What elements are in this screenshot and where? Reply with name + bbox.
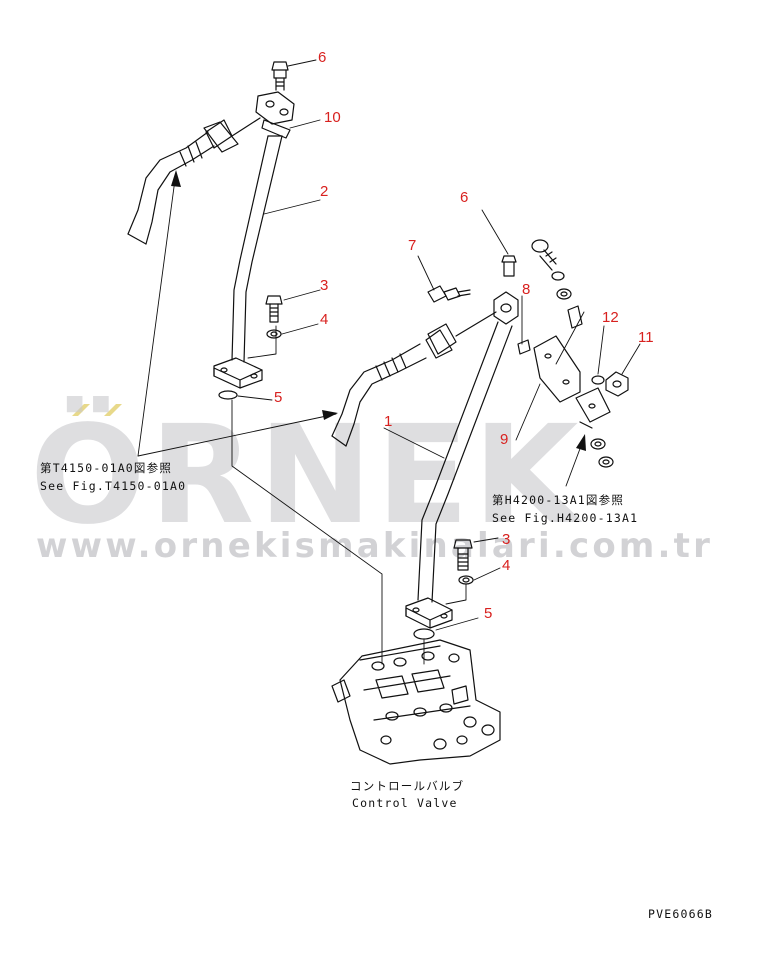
control-valve-label-en: Control Valve bbox=[352, 796, 458, 810]
callout-6-upper: 6 bbox=[318, 49, 327, 66]
part-8 bbox=[517, 339, 531, 355]
callout-8: 8 bbox=[522, 281, 531, 298]
washer-upper-right bbox=[551, 271, 565, 281]
arrowhead-bracket bbox=[576, 434, 586, 451]
pipe-1 bbox=[417, 321, 513, 603]
arrowhead-upper-hose bbox=[171, 170, 181, 187]
callout-10: 10 bbox=[324, 109, 341, 126]
spacer-upper-right bbox=[567, 305, 583, 329]
bolt-3-left bbox=[265, 295, 283, 323]
drawing-code: PVE6066B bbox=[648, 907, 713, 921]
washer-4-left bbox=[266, 329, 282, 339]
watermark-accent-left bbox=[72, 404, 90, 416]
callout-12: 12 bbox=[602, 309, 619, 326]
control-valve bbox=[331, 639, 501, 765]
watermark-accent-marks bbox=[72, 404, 122, 416]
callout-5-right: 5 bbox=[484, 605, 493, 622]
leader-lines bbox=[137, 59, 641, 665]
washer-12 bbox=[591, 375, 605, 385]
bracket-9 bbox=[533, 335, 611, 429]
reference-right-jp: 第H4200-13A1図参照 bbox=[492, 493, 625, 507]
callout-11: 11 bbox=[638, 329, 654, 346]
bolt-upper-right bbox=[531, 239, 557, 271]
reference-right-en: See Fig.H4200-13A1 bbox=[492, 511, 639, 525]
bolt-3-right bbox=[453, 539, 473, 571]
reference-arrowheads bbox=[171, 170, 586, 451]
nut-11 bbox=[605, 371, 629, 397]
callout-1: 1 bbox=[384, 413, 393, 430]
hose-right bbox=[331, 311, 497, 447]
callout-7: 7 bbox=[408, 237, 417, 254]
callout-3-left: 3 bbox=[320, 277, 329, 294]
control-valve-label-jp: コントロールバルブ bbox=[350, 779, 465, 793]
washer-lower-right bbox=[590, 438, 606, 450]
hose-upper-left bbox=[127, 117, 261, 245]
nut-upper-right bbox=[556, 288, 572, 300]
watermark-accent-right bbox=[104, 404, 122, 416]
watermark-brand: ÖRNEK bbox=[30, 397, 583, 555]
arrowhead-right-hose bbox=[322, 410, 338, 420]
callout-3-right: 3 bbox=[502, 531, 511, 548]
reference-left-en: See Fig.T4150-01A0 bbox=[40, 479, 187, 493]
bolt-6-right bbox=[501, 255, 517, 277]
callout-4-right: 4 bbox=[502, 557, 511, 574]
watermark-url: www.ornekismakinalari.com.tr bbox=[36, 526, 714, 566]
pipe-2-base-flange bbox=[213, 357, 263, 389]
flange-10 bbox=[255, 91, 295, 139]
callout-9: 9 bbox=[500, 431, 509, 448]
callout-5-left: 5 bbox=[274, 389, 283, 406]
washer-4-right bbox=[458, 575, 474, 585]
oring-5-left bbox=[218, 390, 238, 400]
pipe-1-base-flange bbox=[405, 597, 453, 629]
nut-lower-right bbox=[598, 456, 614, 468]
oring-5-right bbox=[413, 628, 435, 640]
callout-4-left: 4 bbox=[320, 311, 329, 328]
flange-right bbox=[493, 291, 519, 325]
callout-6-right: 6 bbox=[460, 189, 469, 206]
callout-2: 2 bbox=[320, 183, 329, 200]
fitting-7 bbox=[427, 285, 471, 303]
reference-left-jp: 第T4150-01A0図参照 bbox=[40, 461, 173, 475]
pipe-2 bbox=[231, 135, 283, 363]
bolt-6-upper bbox=[271, 61, 289, 91]
